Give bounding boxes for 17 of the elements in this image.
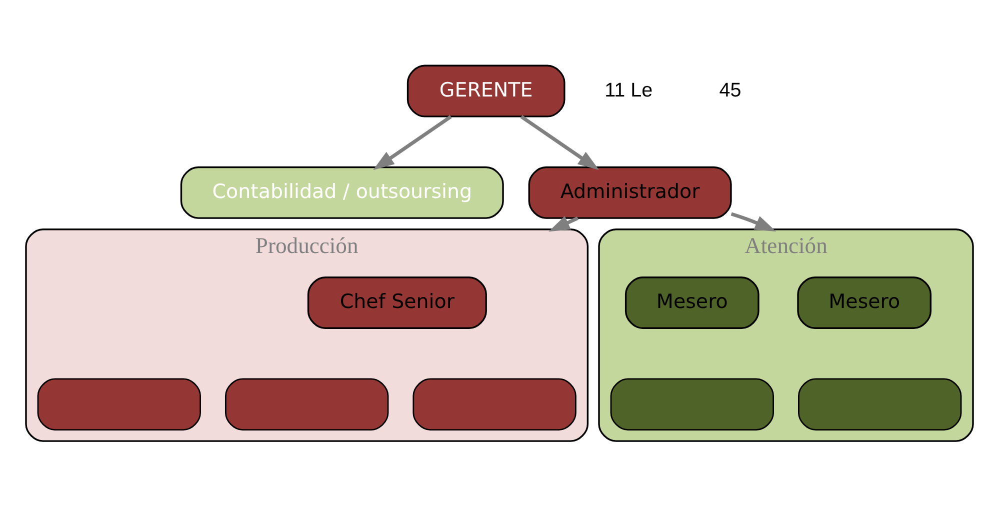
label: 11 Le <box>604 79 653 102</box>
node-box <box>225 378 389 430</box>
node-box: Administrador <box>528 166 732 219</box>
node-box: Contabilidad / outsoursing <box>180 166 504 219</box>
arrow <box>373 115 452 170</box>
node-box: GERENTE <box>406 64 566 118</box>
node-box <box>37 378 201 430</box>
arrow <box>520 115 600 170</box>
node-box <box>610 378 774 430</box>
label: 45 <box>719 79 742 102</box>
arrow <box>730 212 776 232</box>
node-box: Mesero <box>797 276 932 329</box>
node-box: Chef Senior <box>307 276 487 329</box>
node-box: Mesero <box>624 276 760 329</box>
node-box <box>412 378 576 430</box>
arrow <box>548 216 579 232</box>
node-box <box>798 378 962 430</box>
